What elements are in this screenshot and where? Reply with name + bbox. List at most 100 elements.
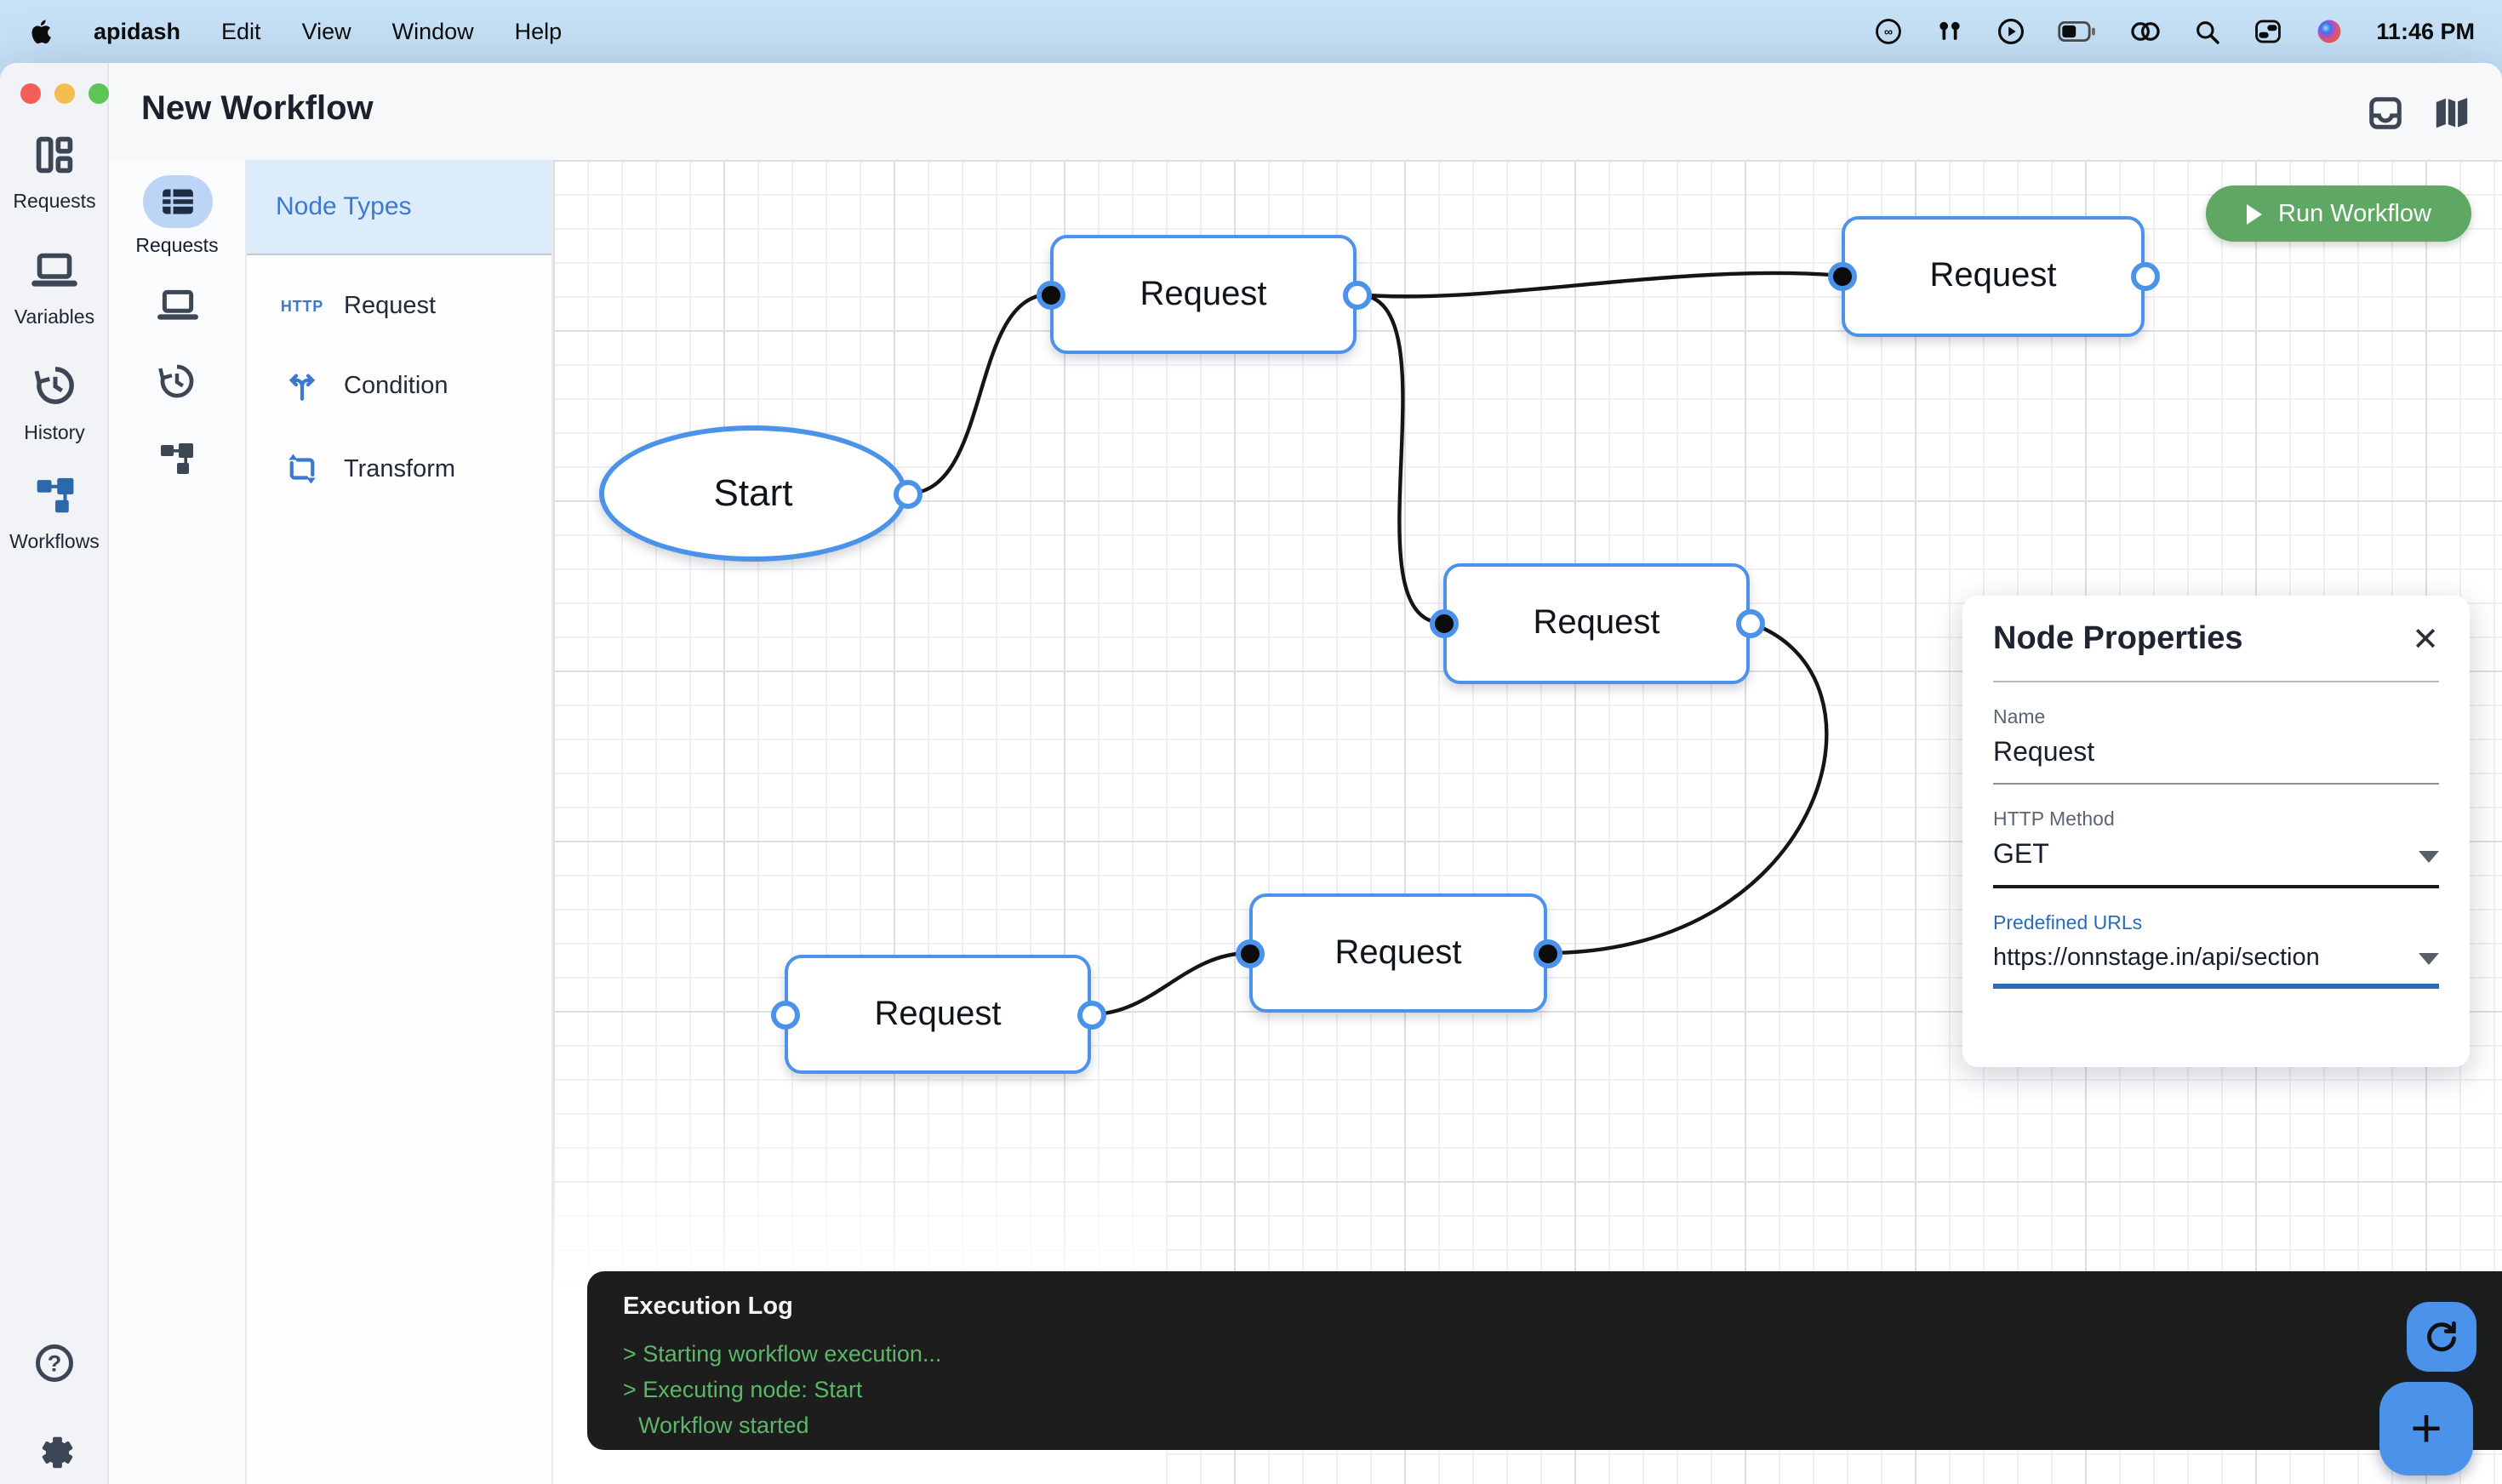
node-request-2[interactable]: Request bbox=[1842, 216, 2145, 337]
http-method-label: HTTP Method bbox=[1993, 810, 2115, 830]
add-node-button[interactable]: + bbox=[2379, 1382, 2473, 1475]
port-request-1-out[interactable] bbox=[1342, 280, 1371, 309]
menu-clock[interactable]: 11:46 PM bbox=[2376, 19, 2475, 44]
chevron-down-icon bbox=[2419, 952, 2439, 964]
edge-request1-request2 bbox=[1356, 271, 1842, 299]
control-center-icon[interactable] bbox=[2254, 17, 2282, 46]
spotlight-search-icon[interactable] bbox=[2194, 18, 2221, 45]
airpods-icon[interactable] bbox=[1935, 17, 1964, 46]
edge-request3-request5 bbox=[1546, 620, 1829, 956]
refresh-icon bbox=[2427, 1321, 2456, 1352]
battery-icon[interactable] bbox=[2058, 19, 2097, 44]
siri-icon[interactable] bbox=[2315, 17, 2344, 46]
port-request-4-in[interactable] bbox=[770, 1000, 799, 1029]
sidebar-item-workflows[interactable]: Workflows bbox=[0, 471, 109, 553]
run-workflow-label: Run Workflow bbox=[2278, 200, 2431, 227]
apple-menu-icon[interactable] bbox=[27, 17, 53, 46]
port-request-5-in[interactable] bbox=[1235, 939, 1264, 967]
refresh-button[interactable] bbox=[2407, 1302, 2476, 1372]
collection-rail-label: Requests bbox=[135, 237, 219, 257]
collection-active-pill[interactable] bbox=[143, 175, 213, 228]
node-properties-panel: Node Properties ✕ Name Request HTTP Meth… bbox=[1962, 596, 2470, 1067]
sidebar-item-variables[interactable]: Variables bbox=[0, 248, 109, 328]
settings-gear-button[interactable] bbox=[0, 1430, 109, 1484]
condition-icon bbox=[279, 368, 325, 403]
laptop-icon bbox=[31, 253, 78, 300]
predefined-urls-select[interactable]: https://onnstage.in/api/section bbox=[1993, 945, 2439, 972]
log-line: Workflow started bbox=[638, 1413, 809, 1438]
play-status-icon[interactable] bbox=[1996, 17, 2025, 46]
http-method-value: GET bbox=[1993, 841, 2049, 870]
port-start-out[interactable] bbox=[893, 479, 922, 508]
node-request-1[interactable]: Request bbox=[1050, 235, 1357, 354]
macos-menu-bar: apidash Edit View Window Help ∞ bbox=[0, 0, 2502, 63]
sidebar-item-history[interactable]: History bbox=[0, 362, 109, 444]
menu-item-edit[interactable]: Edit bbox=[221, 19, 261, 44]
collection-history-icon[interactable] bbox=[109, 361, 245, 410]
node-properties-title: Node Properties bbox=[1993, 621, 2243, 657]
menu-item-window[interactable]: Window bbox=[391, 19, 474, 44]
port-request-4-out[interactable] bbox=[1077, 1000, 1105, 1029]
save-tray-icon[interactable] bbox=[2366, 94, 2405, 141]
edge-request4-request5 bbox=[1090, 950, 1250, 1017]
log-line: > Executing node: Start bbox=[623, 1377, 863, 1402]
node-type-request[interactable]: HTTP Request bbox=[247, 269, 551, 344]
port-request-3-in[interactable] bbox=[1429, 608, 1458, 637]
node-types-header: Node Types bbox=[247, 160, 551, 255]
node-label: Request bbox=[1140, 275, 1267, 312]
http-method-select[interactable]: GET bbox=[1993, 841, 2439, 871]
sidebar-item-label: History bbox=[24, 424, 85, 444]
port-request-2-out[interactable] bbox=[2130, 261, 2159, 290]
node-start[interactable]: Start bbox=[599, 425, 907, 562]
port-request-1-in[interactable] bbox=[1036, 280, 1065, 309]
node-label: Request bbox=[874, 995, 1002, 1032]
node-label: Request bbox=[1334, 933, 1462, 971]
window-header: New Workflow bbox=[109, 63, 2502, 160]
zoom-window-button[interactable] bbox=[89, 83, 109, 104]
node-label: Request bbox=[1929, 257, 2057, 294]
handoff-links-icon[interactable] bbox=[2129, 19, 2162, 44]
menu-item-view[interactable]: View bbox=[301, 19, 351, 44]
edge-request1-request3 bbox=[1356, 292, 1444, 625]
log-line: > Starting workflow execution... bbox=[623, 1341, 942, 1367]
workflow-edges bbox=[906, 271, 1842, 1017]
port-request-5-out[interactable] bbox=[1533, 939, 1562, 967]
node-type-condition[interactable]: Condition bbox=[247, 344, 551, 427]
close-icon[interactable]: ✕ bbox=[2412, 622, 2439, 658]
collection-flowchart-icon[interactable] bbox=[109, 437, 245, 487]
port-request-3-out[interactable] bbox=[1735, 608, 1764, 637]
workflows-flowchart-icon bbox=[31, 477, 77, 524]
node-request-3[interactable]: Request bbox=[1443, 563, 1750, 684]
http-icon: HTTP bbox=[280, 298, 324, 315]
node-type-transform[interactable]: Transform bbox=[247, 427, 551, 511]
workflow-canvas[interactable]: Start Request Request Request Request bbox=[553, 160, 2502, 1484]
transform-icon bbox=[279, 451, 325, 487]
menu-item-help[interactable]: Help bbox=[514, 19, 563, 44]
run-workflow-button[interactable]: Run Workflow bbox=[2206, 186, 2471, 242]
execution-log-title: Execution Log bbox=[623, 1293, 793, 1321]
traffic-lights bbox=[20, 83, 109, 104]
map-icon[interactable] bbox=[2432, 94, 2471, 141]
table-rows-icon bbox=[163, 189, 193, 214]
edge-start-request1 bbox=[906, 292, 1051, 496]
sidebar-item-requests[interactable]: Requests bbox=[0, 133, 109, 213]
svg-text:?: ? bbox=[48, 1350, 62, 1376]
name-field[interactable]: Request bbox=[1993, 739, 2095, 768]
node-label: Request bbox=[1533, 604, 1660, 642]
minimize-window-button[interactable] bbox=[54, 83, 75, 104]
help-button[interactable]: ? bbox=[0, 1341, 109, 1394]
name-field-label: Name bbox=[1993, 708, 2046, 728]
close-window-button[interactable] bbox=[20, 83, 41, 104]
creative-cloud-icon[interactable]: ∞ bbox=[1874, 17, 1903, 46]
plus-icon: + bbox=[2410, 1397, 2442, 1458]
menu-app-name[interactable]: apidash bbox=[94, 19, 181, 44]
node-request-4[interactable]: Request bbox=[785, 955, 1091, 1074]
collection-laptop-icon[interactable] bbox=[109, 286, 245, 334]
chevron-down-icon bbox=[2419, 850, 2439, 862]
play-icon bbox=[2246, 203, 2261, 224]
node-request-5[interactable]: Request bbox=[1249, 893, 1547, 1013]
predefined-urls-label: Predefined URLs bbox=[1993, 914, 2143, 934]
node-types-panel: Node Types HTTP Request Condition bbox=[247, 160, 553, 1484]
port-request-2-in[interactable] bbox=[1827, 261, 1856, 290]
